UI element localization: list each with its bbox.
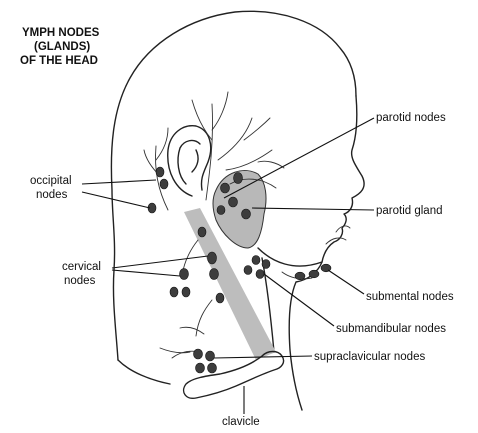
leader-occipital-nodes — [82, 180, 156, 184]
submandibular-node — [256, 270, 264, 279]
cervical-node — [198, 227, 206, 237]
label-parotid-gland: parotid gland — [376, 205, 443, 217]
leader-cervical-nodes — [112, 256, 208, 268]
label-submental-nodes: submental nodes — [366, 291, 454, 303]
cervical-node — [170, 287, 178, 297]
occipital-node — [156, 167, 164, 177]
submandibular-node — [262, 260, 270, 269]
supraclavicular-node — [208, 363, 217, 373]
leader-parotid-gland — [252, 208, 374, 210]
cervical-node — [208, 252, 217, 264]
cervical-node — [210, 269, 219, 280]
submental-node — [295, 272, 305, 280]
label-submandibular-nodes: submandibular nodes — [336, 323, 446, 335]
title-line-1: YMPH NODES — [22, 27, 100, 39]
label-cervical-nodes-line-1: cervical — [62, 261, 101, 273]
leader-occipital-nodes — [82, 192, 150, 208]
ear-drawing — [168, 126, 211, 196]
parotid-node — [229, 197, 238, 207]
supraclavicular-node — [196, 363, 205, 373]
cervical-node — [216, 293, 224, 303]
label-occipital-nodes-line-2: nodes — [36, 189, 68, 201]
label-supraclavicular-nodes: supraclavicular nodes — [314, 351, 425, 363]
label-clavicle: clavicle — [222, 416, 260, 428]
label-parotid-nodes: parotid nodes — [376, 112, 446, 124]
supraclavicular-node — [194, 349, 203, 359]
cervical-node — [182, 287, 190, 297]
supraclavicular-node — [206, 351, 215, 361]
supraclavicular-node-group — [194, 349, 217, 373]
submandibular-node — [244, 266, 252, 275]
label-occipital-nodes-line-1: occipital — [30, 175, 72, 187]
submental-node — [309, 270, 319, 278]
title-line-2: (GLANDS) — [34, 41, 90, 53]
parotid-node — [221, 183, 230, 193]
shoulder-outline — [118, 360, 170, 384]
occipital-node-group — [148, 167, 168, 213]
leader-cervical-nodes — [112, 270, 180, 276]
occipital-node — [160, 179, 168, 189]
title-line-3: OF THE HEAD — [20, 55, 98, 67]
diagram-title: YMPH NODES (GLANDS) OF THE HEAD — [20, 27, 100, 67]
parotid-node — [234, 173, 243, 184]
label-cervical-nodes-line-2: nodes — [64, 275, 96, 287]
leader-submental-nodes — [328, 270, 364, 294]
parotid-node — [242, 209, 251, 219]
parotid-node — [217, 206, 225, 215]
submandibular-node — [252, 256, 260, 265]
diagram-labels: parotid nodes occipital nodes parotid gl… — [30, 112, 454, 428]
cervical-node — [180, 269, 189, 280]
